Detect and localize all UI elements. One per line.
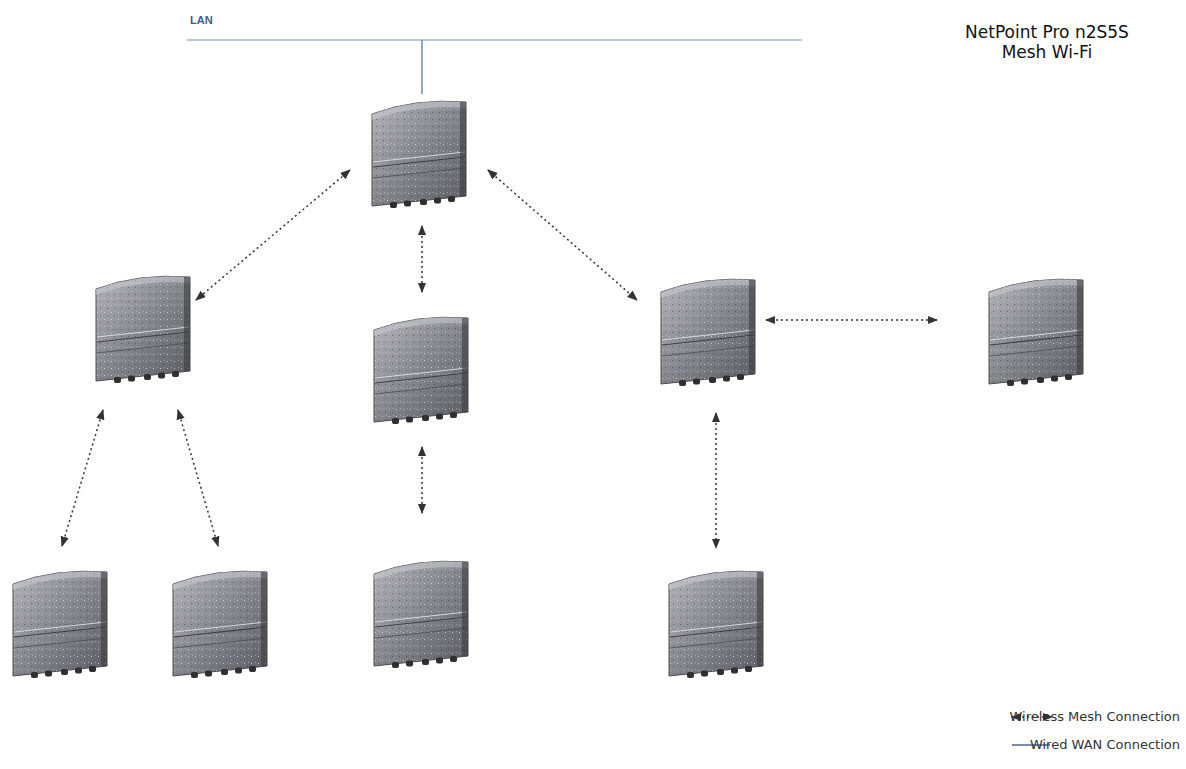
mesh-access-point: [374, 317, 468, 424]
diagram-title: NetPoint Pro n2S5S Mesh Wi-Fi: [952, 22, 1142, 62]
network-label: LAN: [190, 14, 213, 26]
wireless-mesh-link: [178, 410, 218, 546]
mesh-access-point: [173, 571, 267, 678]
wireless-mesh-link: [421, 447, 423, 513]
mesh-access-point: [372, 101, 466, 208]
wireless-mesh-link: [766, 319, 937, 321]
wireless-mesh-link: [62, 410, 103, 546]
wireless-mesh-link: [715, 413, 717, 548]
wired-uplink: [421, 40, 423, 94]
mesh-access-point: [96, 276, 190, 383]
mesh-access-point: [374, 561, 468, 668]
wireless-mesh-link: [421, 226, 423, 292]
legend-text: Wireless Mesh Connection: [1010, 709, 1180, 724]
wireless-mesh-link: [196, 170, 350, 300]
mesh-access-point: [661, 279, 755, 386]
legend-text: Wired WAN Connection: [1030, 737, 1180, 752]
lan-bus: [187, 39, 802, 41]
mesh-access-point: [989, 279, 1083, 386]
wireless-mesh-link: [488, 170, 637, 300]
mesh-access-point: [13, 571, 107, 678]
mesh-access-point: [669, 571, 763, 678]
